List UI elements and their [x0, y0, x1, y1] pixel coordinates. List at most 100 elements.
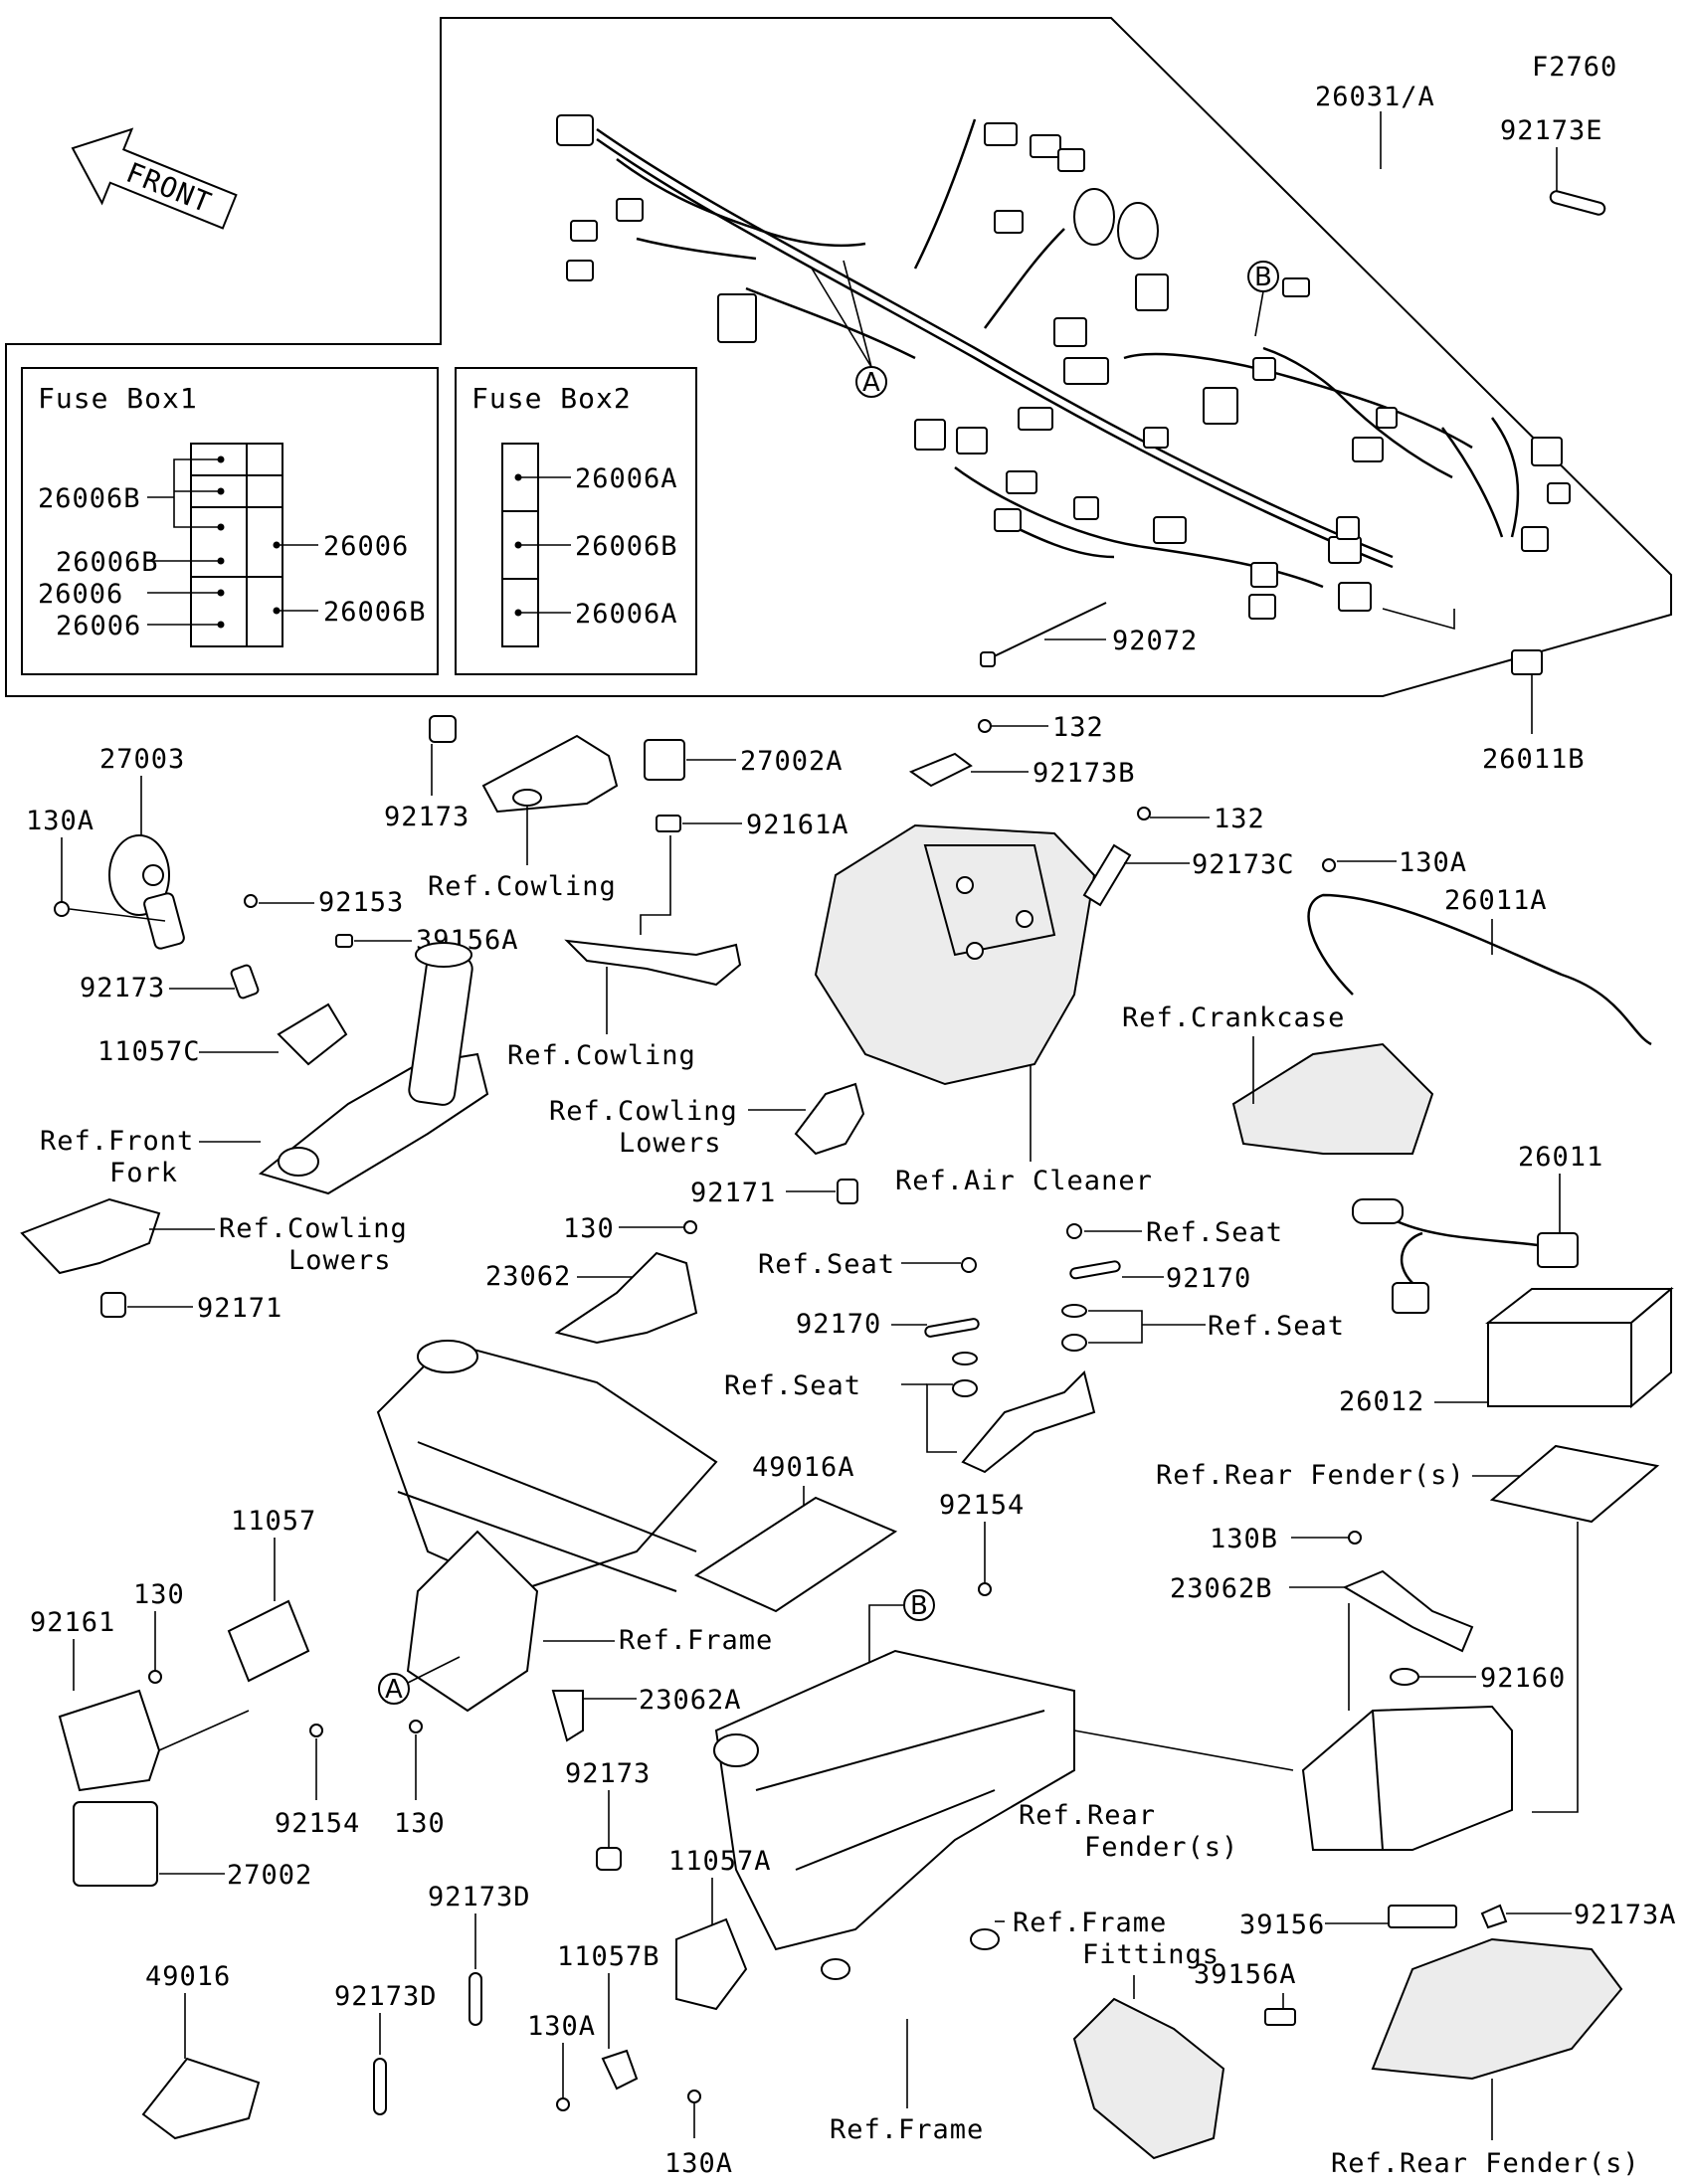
- fuse-box2-title: Fuse Box2: [471, 382, 632, 415]
- fuse-box1-label-26006B-c: 26006B: [323, 597, 427, 628]
- fuse-box1-label-26006-b: 26006: [38, 579, 123, 610]
- label-27002A: 27002A: [740, 746, 844, 777]
- label-11057C: 11057C: [97, 1036, 201, 1067]
- label-92161: 92161: [30, 1607, 115, 1638]
- label-132-b: 132: [1214, 804, 1265, 834]
- fuse-box1: Fuse Box1 26006B 26006 26006B 26006 2600…: [21, 367, 439, 675]
- label-130-c: 130: [394, 1808, 446, 1839]
- label-ref-seat-a: Ref.Seat: [758, 1249, 895, 1280]
- label-23062B: 23062B: [1170, 1573, 1273, 1604]
- harness-frame: [5, 17, 1672, 697]
- label-ref-front-fork-a: Ref.Front: [40, 1126, 194, 1157]
- label-ref-rear-fender-b1: Ref.Rear: [1019, 1800, 1156, 1831]
- label-11057: 11057: [231, 1506, 316, 1537]
- label-92173-c: 92173: [565, 1758, 651, 1789]
- svg-text:FRONT: FRONT: [121, 156, 216, 220]
- label-26011B: 26011B: [1482, 744, 1586, 775]
- fuse-box1-title: Fuse Box1: [38, 382, 198, 415]
- label-92153: 92153: [318, 887, 404, 918]
- label-ref-air-cleaner: Ref.Air Cleaner: [895, 1166, 1153, 1196]
- front-arrow-icon: FRONT: [71, 127, 238, 230]
- callout-b-top-label: B: [1254, 263, 1272, 292]
- label-ref-seat-b: Ref.Seat: [1146, 1217, 1283, 1248]
- label-27003: 27003: [99, 744, 185, 775]
- label-130A-b: 130A: [1399, 847, 1467, 878]
- label-ref-cowling-lowers-b1: Lowers: [288, 1245, 392, 1276]
- figure-code: F2760: [1532, 52, 1617, 83]
- callout-a-top-label: A: [862, 368, 880, 398]
- label-ref-frame-fittings-b: Fittings: [1082, 1939, 1220, 1970]
- label-92171-b: 92171: [197, 1293, 282, 1324]
- main-wiring-harness: [556, 114, 1571, 620]
- callout-a-bottom: [378, 1673, 410, 1705]
- fuse-box1-label-26006B-a: 26006B: [38, 483, 141, 514]
- label-ref-seat-c: Ref.Seat: [1208, 1311, 1345, 1342]
- label-92171-a: 92171: [690, 1178, 776, 1208]
- label-39156: 39156: [1239, 1910, 1325, 1940]
- label-130A-c: 130A: [527, 2011, 596, 2042]
- label-92173C: 92173C: [1192, 849, 1295, 880]
- label-ref-cowling-a: Ref.Cowling: [428, 871, 617, 902]
- label-92161A: 92161A: [746, 810, 849, 840]
- label-92154-b: 92154: [939, 1490, 1025, 1521]
- air-cleaner: [814, 823, 1096, 1086]
- label-ref-front-fork-b: Fork: [109, 1158, 178, 1188]
- label-130-a: 130: [563, 1213, 615, 1244]
- label-92170-a: 92170: [1166, 1263, 1251, 1294]
- fuse-box1-label-26006B-b: 26006B: [56, 547, 159, 578]
- label-130A-a: 130A: [26, 806, 94, 836]
- label-92170-b: 92170: [796, 1309, 881, 1340]
- label-92072: 92072: [1112, 626, 1198, 656]
- battery-case: [1301, 1705, 1513, 1851]
- callout-b-bottom: [903, 1589, 935, 1621]
- fuse-box2-label-26006A-a: 26006A: [575, 463, 678, 494]
- label-23062A: 23062A: [639, 1685, 742, 1716]
- label-92154-a: 92154: [275, 1808, 360, 1839]
- label-92173D-a: 92173D: [428, 1882, 531, 1912]
- label-ref-cowling-lowers-a1: Ref.Cowling: [219, 1213, 408, 1244]
- front-fork-stem: [258, 942, 489, 1195]
- label-ref-rear-fender-a: Ref.Rear Fender(s): [1156, 1460, 1465, 1491]
- label-49016A: 49016A: [752, 1452, 855, 1483]
- label-27002: 27002: [227, 1860, 312, 1891]
- label-ref-cowling-lowers-b2: Lowers: [619, 1128, 722, 1159]
- label-92160: 92160: [1480, 1663, 1566, 1694]
- label-ref-rear-fender-c: Ref.Rear Fender(s): [1331, 2148, 1640, 2179]
- rear-subframe: [713, 1649, 1075, 1980]
- label-130B: 130B: [1210, 1524, 1278, 1554]
- callout-a-bottom-label: A: [385, 1675, 403, 1705]
- label-ref-cowling-lowers-a2: Ref.Cowling: [549, 1096, 738, 1127]
- fuse-box2: Fuse Box2 26006A 26006B 26006A: [455, 367, 697, 675]
- label-39156A-b: 39156A: [1194, 1959, 1297, 1990]
- label-92173-a: 92173: [80, 973, 165, 1003]
- label-11057A: 11057A: [668, 1846, 772, 1877]
- label-26011A: 26011A: [1444, 885, 1548, 916]
- fuse-box1-label-26006-c: 26006: [56, 611, 141, 641]
- fuse-box1-label-26006-a: 26006: [323, 531, 409, 562]
- label-26031A: 26031/A: [1315, 82, 1435, 112]
- label-92173-b: 92173: [384, 802, 470, 832]
- fuse-box2-label-26006B: 26006B: [575, 531, 678, 562]
- callout-b-bottom-label: B: [910, 1591, 928, 1621]
- label-130A-d: 130A: [664, 2148, 733, 2179]
- label-92173A: 92173A: [1574, 1900, 1677, 1930]
- label-92173D-b: 92173D: [334, 1981, 438, 2012]
- label-23062: 23062: [485, 1261, 571, 1292]
- label-92173B: 92173B: [1033, 758, 1136, 789]
- label-26011: 26011: [1518, 1142, 1603, 1173]
- label-ref-frame-fittings-a: Ref.Frame: [1013, 1908, 1167, 1938]
- label-92173E: 92173E: [1500, 115, 1603, 146]
- label-ref-cowling-b: Ref.Cowling: [507, 1040, 696, 1071]
- label-26012: 26012: [1339, 1386, 1424, 1417]
- label-132-a: 132: [1052, 712, 1104, 743]
- battery: [1485, 1286, 1674, 1409]
- label-130-b: 130: [133, 1579, 185, 1610]
- label-ref-crankcase: Ref.Crankcase: [1122, 1002, 1345, 1033]
- label-ref-frame-a: Ref.Frame: [619, 1625, 773, 1656]
- label-11057B: 11057B: [557, 1941, 660, 1972]
- label-49016: 49016: [145, 1961, 231, 1992]
- label-ref-rear-fender-b2: Fender(s): [1084, 1832, 1238, 1863]
- fuse-box2-label-26006A-b: 26006A: [575, 599, 678, 630]
- label-ref-frame-b: Ref.Frame: [830, 2114, 984, 2145]
